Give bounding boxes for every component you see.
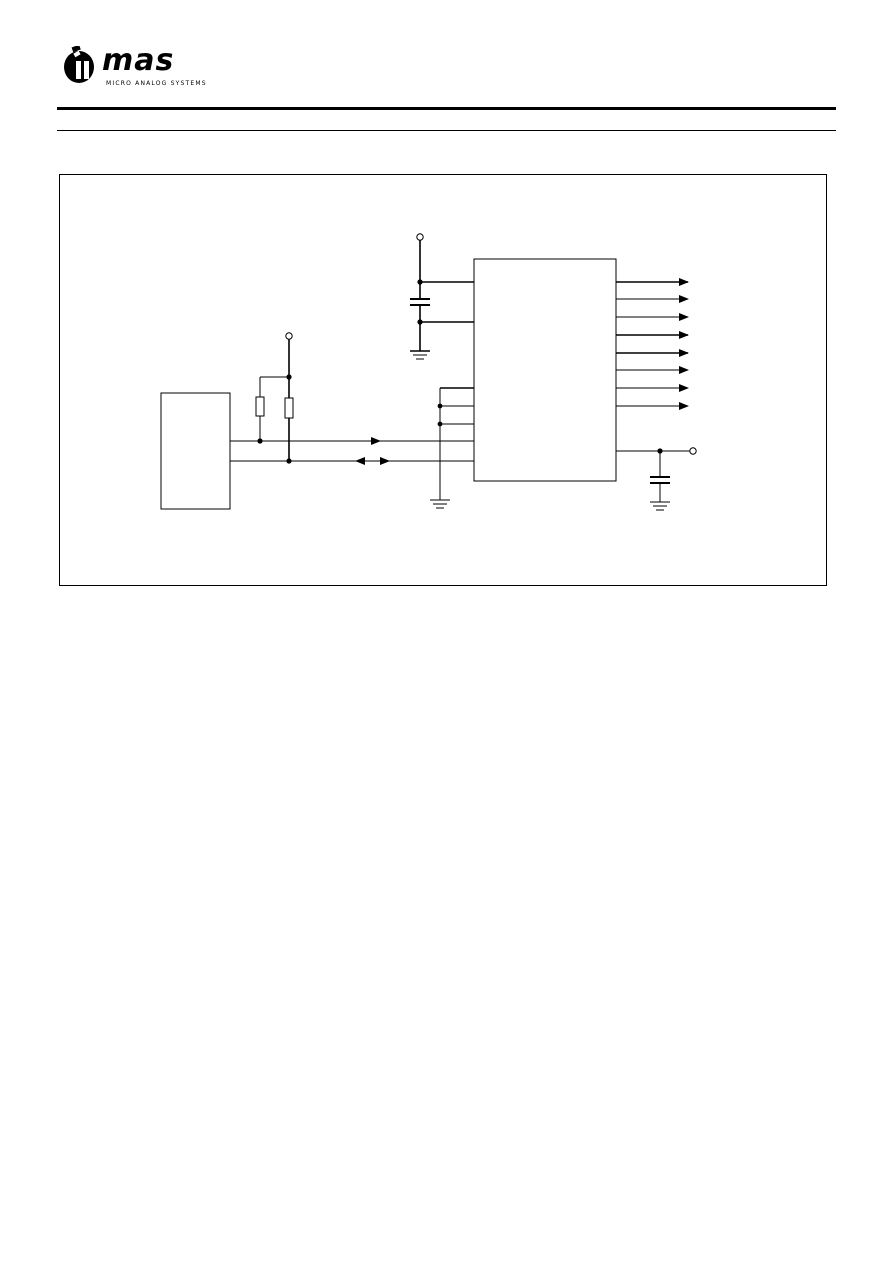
junction-dot (437, 403, 443, 409)
junction-dot (286, 458, 292, 464)
junction-dot (417, 279, 423, 285)
logo-subtitle: MICRO ANALOG SYSTEMS (106, 80, 207, 87)
pullup-resistor-1 (255, 396, 265, 417)
junction-dot (437, 421, 443, 427)
junction-dot (257, 438, 263, 444)
clock-direction-arrow (371, 437, 381, 445)
supply-terminal-pullup (285, 332, 293, 340)
ic-block (473, 258, 617, 482)
pullup-resistor-2 (284, 397, 294, 419)
junction-dot (657, 448, 663, 454)
data-direction-arrow-right (380, 457, 390, 465)
junction-dot (286, 374, 292, 380)
header-rule-thick (57, 107, 836, 110)
junction-dot (417, 319, 423, 325)
supply-terminal-top (416, 233, 424, 241)
figure-frame (59, 174, 827, 586)
data-direction-arrow-left (355, 457, 365, 465)
supply-terminal-right (689, 447, 697, 455)
controller-block (160, 392, 231, 510)
header-rule-thin (57, 130, 836, 131)
logo-wordmark: mas (102, 43, 175, 78)
logo-mark-icon (64, 46, 94, 83)
company-logo: mas MICRO ANALOG SYSTEMS (62, 46, 232, 94)
